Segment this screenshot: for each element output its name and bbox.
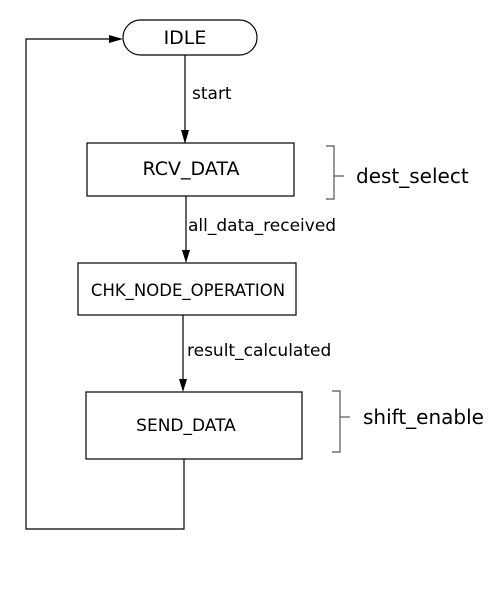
dest-select-label: dest_select	[356, 164, 469, 188]
shift-enable-bracket	[332, 390, 341, 453]
state-idle: IDLE	[122, 19, 258, 56]
state-rcv-data: RCV_DATA	[86, 142, 295, 197]
annotation-dest-select: dest_select	[326, 145, 469, 200]
state-rcv-data-shape	[86, 142, 295, 197]
state-send-data-label: SEND_DATA	[136, 416, 236, 436]
annotation-shift-enable: shift_enable	[332, 390, 484, 453]
edge-all-data-received: all_data_received	[182, 196, 336, 263]
state-chk-node-operation-shape	[77, 262, 297, 316]
dest-select-bracket	[326, 145, 335, 200]
edge-return-to-idle	[25, 35, 185, 530]
edge-start-label: start	[192, 84, 232, 104]
state-send-data: SEND_DATA	[85, 391, 303, 460]
edge-result-calculated-arrowhead	[179, 379, 187, 392]
edge-all-data-received-label: all_data_received	[188, 216, 336, 236]
state-chk-node-operation: CHK_NODE_OPERATION	[77, 262, 297, 316]
edge-all-data-received-arrowhead	[182, 250, 190, 263]
state-rcv-data-label: RCV_DATA	[143, 158, 240, 180]
edge-result-calculated: result_calculated	[179, 315, 331, 392]
edge-return-to-idle-arrowhead	[109, 35, 123, 43]
shift-enable-label: shift_enable	[363, 405, 484, 429]
edge-result-calculated-label: result_calculated	[187, 341, 331, 361]
edge-start-arrowhead	[181, 130, 189, 144]
state-idle-shape	[122, 19, 258, 56]
state-chk-node-operation-label: CHK_NODE_OPERATION	[91, 281, 285, 301]
state-send-data-shape	[85, 391, 303, 460]
state-idle-label: IDLE	[164, 27, 207, 49]
edge-return-to-idle-line	[25, 38, 185, 530]
edge-start: start	[181, 55, 232, 144]
